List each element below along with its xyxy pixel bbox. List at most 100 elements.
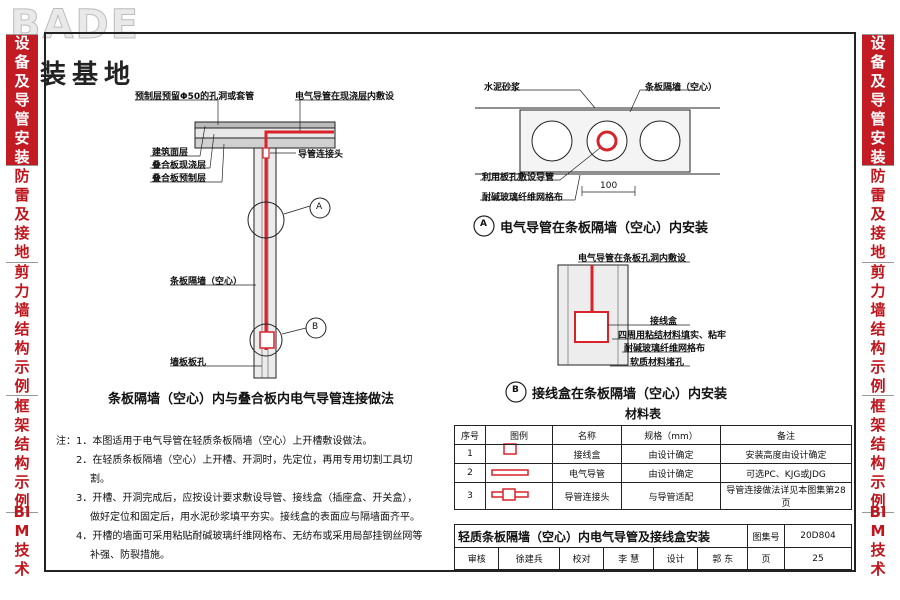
designer-name: 郭 东 [697, 547, 748, 570]
callout-a-text: A [316, 202, 323, 212]
tab-shear-wall[interactable]: 剪力墙结构示例 [6, 262, 38, 395]
col-header: 序号 [454, 425, 486, 445]
cell-no: 2 [454, 463, 486, 483]
col-header: 规格（mm） [621, 425, 721, 445]
drawing-frame [44, 32, 856, 572]
tab-label: 防雷及接地 [870, 166, 886, 261]
callout-badge-a [309, 197, 331, 219]
page-number: 25 [784, 547, 852, 570]
check-label: 校对 [558, 547, 605, 570]
right-tab-strip: 设备及导管安装 防雷及接地 剪力墙结构示例 框架结构示例 BIM技术 [862, 33, 894, 578]
tab-frame-structure[interactable]: 框架结构示例 [862, 395, 894, 512]
tab-equipment-conduit[interactable]: 设备及导管安装 [6, 34, 38, 166]
note-line: 做好定位和固定后，用水泥砂浆填平夯实。接线盒的表面应与隔墙面齐平。 [90, 512, 420, 523]
caption-b: 接线盒在条板隔墙（空心）内安装 [532, 387, 728, 402]
badge-b [505, 381, 527, 403]
callout-badge-b [305, 317, 327, 339]
tab-lightning-grounding[interactable]: 防雷及接地 [862, 165, 894, 262]
panel-hole [531, 120, 573, 162]
cell-spec: 由设计确定 [621, 463, 721, 483]
note-line: 补强、防裂措施。 [90, 550, 170, 561]
col-header: 备注 [720, 425, 852, 445]
cell-no: 3 [454, 482, 486, 510]
design-label: 设计 [652, 547, 699, 570]
label-panel: 条板隔墙（空心） [645, 83, 718, 93]
cell-spec: 与导管适配 [621, 482, 721, 510]
tab-label: BIM技术 [13, 503, 31, 578]
label-connector: 导管连接头 [298, 150, 344, 160]
cell-name: 导管连接头 [552, 482, 622, 510]
page-label: 页 [747, 547, 785, 570]
reviewer-name: 徐建兵 [498, 547, 560, 570]
tab-label: 防雷及接地 [14, 166, 30, 261]
review-label: 审核 [453, 547, 500, 570]
tab-label: 剪力墙结构示例 [14, 262, 30, 395]
col-header: 图例 [485, 425, 553, 445]
notes-block: 注：1．本图适用于电气导管在轻质条板隔墙（空心）上开槽敷设做法。 2．在轻质条板… [56, 432, 422, 565]
cell-name: 接线盒 [552, 444, 622, 464]
label-plug-b: 软质材料堵孔 [630, 358, 685, 368]
material-table: 序号 图例 名称 规格（mm） 备注 1 接线盒 由设计确定 安装高度由设计确定… [454, 425, 852, 510]
tab-bim[interactable]: BIM技术 [862, 503, 894, 578]
note-line: 注：1．本图适用于电气导管在轻质条板隔墙（空心）上开槽敷设做法。 [56, 436, 373, 447]
conduit-section [596, 130, 618, 152]
badge-b-text: B [512, 385, 519, 395]
tab-equipment-conduit[interactable]: 设备及导管安装 [862, 33, 894, 166]
note-line: 4．开槽的墙面可采用粘贴耐碱玻璃纤维网格布、无纺布或采用局部挂钢丝网等 [76, 531, 423, 542]
callout-circle-b [249, 323, 283, 357]
label-top-b: 电气导管在条板孔洞内敷设 [578, 254, 687, 264]
drawing-title: 轻质条板隔墙（空心）内电气导管及接线盒安装 [454, 524, 748, 548]
label-precast-layer: 叠合板预制层 [152, 174, 207, 184]
junction-box-b [574, 311, 609, 343]
panel-hole [639, 120, 681, 162]
finish-layer [194, 121, 336, 129]
col-header: 名称 [552, 425, 622, 445]
cell-no: 1 [454, 444, 486, 464]
junction-box [259, 331, 275, 349]
badge-a [473, 215, 495, 237]
tab-label: BIM技术 [869, 503, 887, 578]
label-finish-layer: 建筑面层 [152, 148, 189, 158]
cell-legend [485, 463, 553, 483]
tab-lightning-grounding[interactable]: 防雷及接地 [6, 165, 38, 262]
left-caption: 条板隔墙（空心）内与叠合板内电气导管连接做法 [108, 392, 395, 407]
conduit-connector [262, 147, 270, 159]
tab-label: 框架结构示例 [14, 397, 30, 510]
cell-legend [485, 482, 553, 510]
conduit-line [264, 130, 334, 350]
cell-legend [485, 444, 553, 464]
note-line: 2．在轻质条板隔墙（空心）上开槽、开洞时，先定位，再用专用切割工具切 [76, 455, 413, 466]
callout-b-text: B [312, 322, 319, 332]
cell-note: 安装高度由设计确定 [720, 444, 852, 464]
cell-note: 导管连接做法详见本图集第28页 [720, 482, 852, 510]
tab-shear-wall[interactable]: 剪力墙结构示例 [862, 262, 894, 395]
table-row: 2 电气导管 由设计确定 可选PC、KJG或JDG [454, 463, 852, 483]
badge-a-text: A [480, 219, 487, 229]
cell-name: 电气导管 [552, 463, 622, 483]
atlas-number: 20D804 [784, 524, 852, 548]
tab-bim[interactable]: BIM技术 [6, 503, 38, 578]
label-mortar: 水泥砂浆 [484, 83, 521, 93]
table-row: 3 导管连接头 与导管适配 导管连接做法详见本图集第28页 [454, 482, 852, 510]
tab-label: 设备及导管安装 [870, 33, 886, 166]
label-mesh-b: 耐碱玻璃纤维网格布 [624, 344, 706, 354]
left-tab-strip: 设备及导管安装 防雷及接地 剪力墙结构示例 框架结构示例 BIM技术 [6, 34, 38, 578]
label-wall: 条板隔墙（空心） [170, 277, 243, 287]
tab-label: 框架结构示例 [870, 397, 886, 510]
checker-name: 李 慧 [603, 547, 654, 570]
cell-spec: 由设计确定 [621, 444, 721, 464]
table-header-row: 序号 图例 名称 规格（mm） 备注 [454, 425, 852, 445]
material-table-title: 材料表 [625, 407, 662, 421]
note-line: 割。 [90, 474, 110, 485]
label-conduit-cast: 电气导管在现浇层内敷设 [295, 92, 395, 102]
label-cast-layer: 叠合板现浇层 [152, 161, 207, 171]
cell-note: 可选PC、KJG或JDG [720, 463, 852, 483]
label-fill-b: 四周用粘结材料填实、粘牢 [618, 331, 727, 341]
callout-circle-a [247, 201, 285, 239]
caption-a: 电气导管在条板隔墙（空心）内安装 [500, 221, 709, 236]
atlas-label: 图集号 [747, 524, 785, 548]
tab-frame-structure[interactable]: 框架结构示例 [6, 395, 38, 512]
dimension-100: 100 [600, 181, 618, 191]
note-line: 3．开槽、开洞完成后，应按设计要求敷设导管、接线盒（插座盒、开关盒）， [76, 493, 418, 504]
